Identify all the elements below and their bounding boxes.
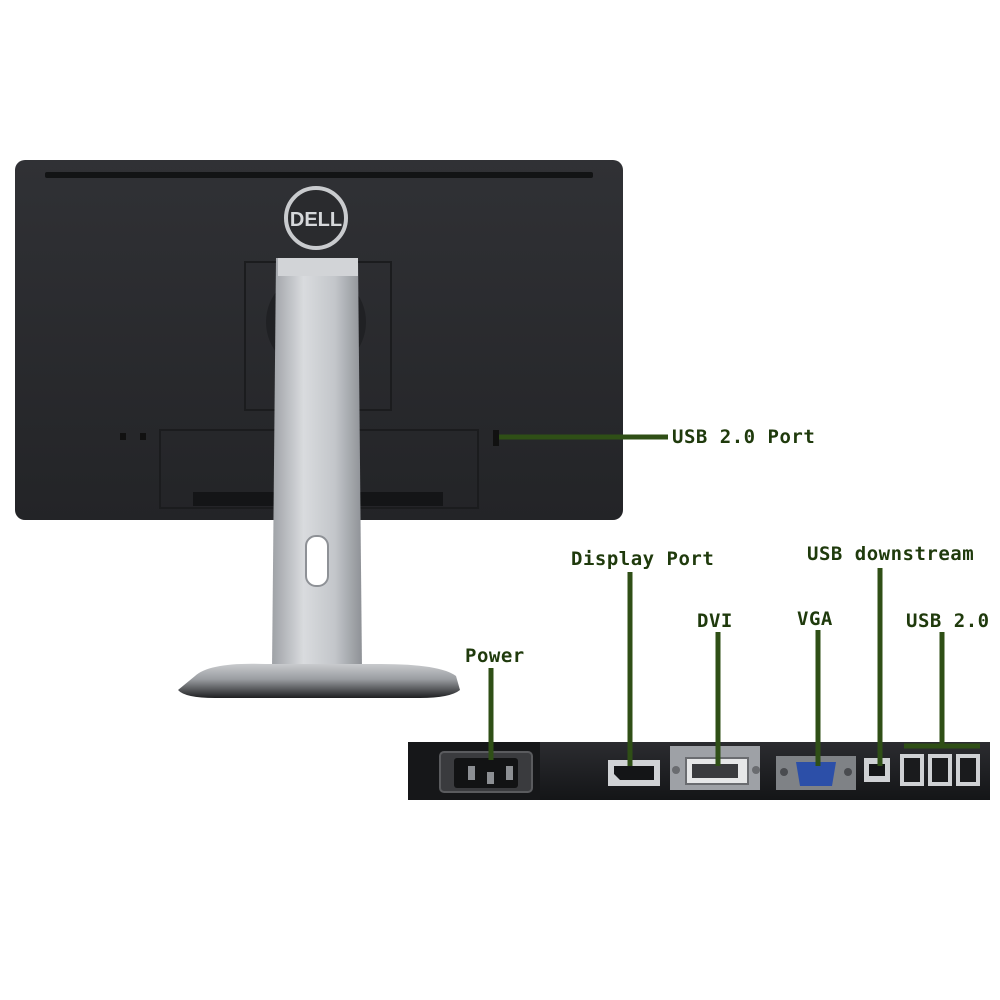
label-power: Power <box>465 645 525 667</box>
label-usb-downstream: USB downstream <box>807 543 975 565</box>
label-dvi: DVI <box>697 610 733 632</box>
usb-a-ports-icon <box>900 754 980 786</box>
dell-logo: DELL <box>284 186 348 250</box>
label-vga: VGA <box>797 608 833 630</box>
callout-lines <box>488 434 980 766</box>
displayport-connector-icon <box>608 760 660 786</box>
usb-b-connector-icon <box>864 758 890 782</box>
label-display-port: Display Port <box>571 548 715 570</box>
label-usb-20: USB 2.0 <box>906 610 990 632</box>
monitor-stand <box>178 258 460 698</box>
logo-text: DELL <box>290 209 342 231</box>
io-panel <box>408 742 990 800</box>
dvi-connector-icon <box>670 746 760 790</box>
power-connector-icon <box>439 751 533 793</box>
label-usb-side-port: USB 2.0 Port <box>672 426 816 448</box>
